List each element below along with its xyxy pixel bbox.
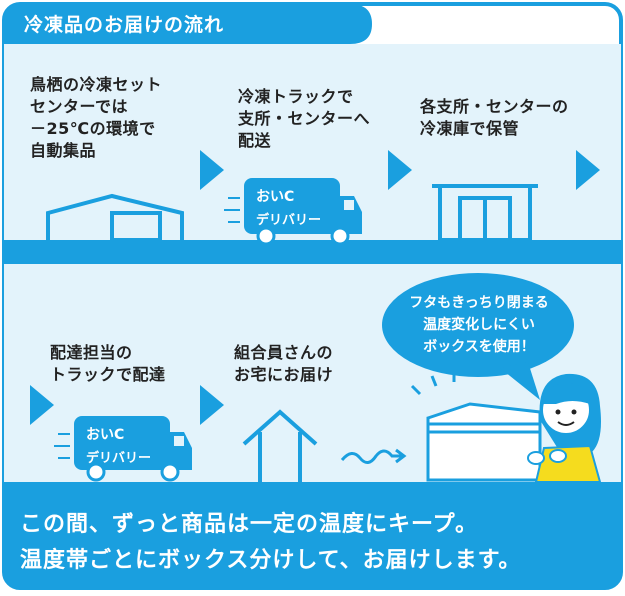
speech-bubble-text: フタもきっちり閉まる 温度変化しにくい ボックスを使用！	[409, 295, 549, 355]
arrow-right-icon	[200, 385, 224, 425]
house-icon	[242, 409, 318, 482]
delivery-person-illustration	[527, 373, 602, 483]
warehouse-icon	[46, 193, 184, 242]
speech-bubble	[382, 273, 574, 400]
squiggle-arrow-icon	[340, 448, 407, 464]
truck-logo-line1: おいC	[86, 427, 124, 443]
delivery-truck-icon: おいC デリバリー	[224, 178, 362, 246]
truck-logo-line2: デリバリー	[86, 450, 151, 466]
footer-band	[4, 482, 621, 588]
footer-line-1: この間、ずっと商品は一定の温度にキープ。	[20, 512, 479, 537]
step-delivery-text: 配達担当の トラックで配達	[50, 343, 166, 384]
divider-strip	[4, 240, 621, 264]
arrow-right-icon	[200, 150, 224, 190]
arrow-right-icon	[576, 150, 600, 190]
arrow-right-icon	[30, 385, 54, 425]
truck-logo-line1: おいC	[256, 189, 294, 205]
sparkle-lines-icon	[410, 370, 456, 396]
step-truck-text: 冷凍トラックで 支所・センターへ 配送	[238, 87, 371, 150]
truck-logo-line2: デリバリー	[256, 212, 321, 228]
page-title: 冷凍品のお届けの流れ	[24, 14, 225, 36]
freezer-building-icon	[432, 184, 538, 242]
step-home-text: 組合員さんの お宅にお届け	[234, 343, 334, 384]
step-storage-text: 各支所・センターの 冷凍庫で保管	[420, 97, 569, 138]
footer-line-2: 温度帯ごとにボックス分けして、お届けします。	[20, 548, 522, 573]
arrow-right-icon	[388, 150, 412, 190]
delivery-truck-icon: おいC デリバリー	[54, 416, 192, 482]
step-warehouse-text: 鳥栖の冷凍セット センターでは －25℃の環境で 自動集品	[30, 75, 163, 160]
cooler-box-icon	[426, 402, 542, 482]
title-tab	[4, 4, 372, 44]
